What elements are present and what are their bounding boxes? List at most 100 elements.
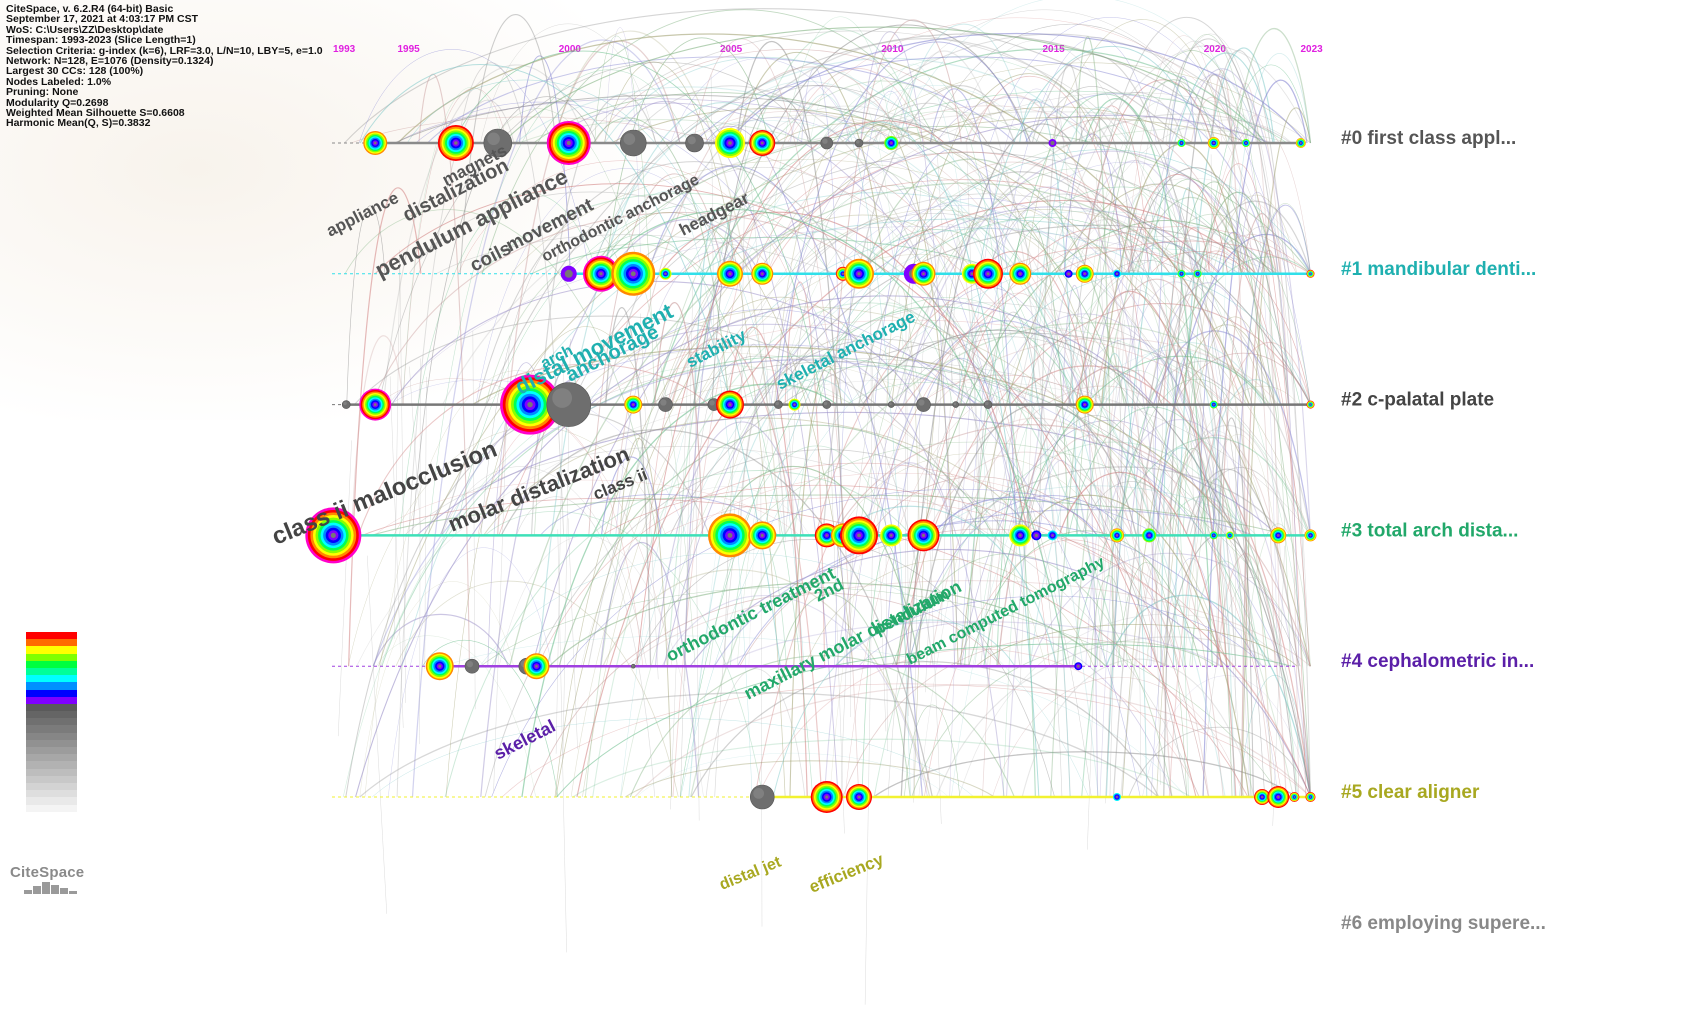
citation-link xyxy=(1101,353,1148,798)
reference-node[interactable] xyxy=(1295,138,1306,148)
reference-node[interactable] xyxy=(1177,269,1186,278)
citation-link xyxy=(359,581,514,798)
reference-node[interactable] xyxy=(717,260,743,287)
reference-node[interactable] xyxy=(846,784,872,810)
reference-node[interactable] xyxy=(1267,786,1290,808)
reference-node[interactable] xyxy=(1289,792,1300,802)
reference-node[interactable] xyxy=(359,388,392,421)
reference-node[interactable] xyxy=(748,521,777,550)
cluster-label[interactable]: #6 employing supere... xyxy=(1341,913,1546,934)
reference-node[interactable] xyxy=(1047,530,1058,541)
reference-node[interactable] xyxy=(483,128,513,158)
reference-node[interactable] xyxy=(1142,528,1157,543)
reference-node[interactable] xyxy=(774,400,783,409)
reference-node[interactable] xyxy=(749,130,776,156)
reference-node[interactable] xyxy=(611,251,656,296)
citation-link xyxy=(670,120,1151,667)
reference-node[interactable] xyxy=(1306,269,1315,278)
reference-node[interactable] xyxy=(500,374,561,435)
citation-link xyxy=(861,124,959,667)
reference-node[interactable] xyxy=(1305,792,1316,802)
citation-link xyxy=(891,161,1274,798)
reference-node[interactable] xyxy=(1075,264,1094,283)
reference-node[interactable] xyxy=(1110,528,1124,543)
reference-node[interactable] xyxy=(624,395,643,414)
legend-swatch xyxy=(26,696,77,704)
reference-node[interactable] xyxy=(715,128,745,158)
reference-node[interactable] xyxy=(619,129,647,157)
cluster-label[interactable]: #0 first class appl... xyxy=(1341,128,1516,149)
reference-node[interactable] xyxy=(437,125,474,161)
reference-node[interactable] xyxy=(907,519,940,552)
reference-node[interactable] xyxy=(1193,269,1202,278)
reference-node[interactable] xyxy=(1225,531,1234,540)
reference-node[interactable] xyxy=(1209,400,1218,409)
reference-node[interactable] xyxy=(708,513,752,558)
citation-link xyxy=(1189,466,1292,536)
reference-node[interactable] xyxy=(1254,789,1271,805)
reference-node[interactable] xyxy=(658,397,673,412)
reference-node[interactable] xyxy=(1113,793,1121,801)
reference-node[interactable] xyxy=(1304,529,1317,542)
reference-node[interactable] xyxy=(630,663,636,669)
reference-node[interactable] xyxy=(1009,262,1032,285)
reference-node[interactable] xyxy=(305,507,362,564)
citation-link xyxy=(894,113,1292,405)
reference-node[interactable] xyxy=(464,658,480,674)
reference-node[interactable] xyxy=(1306,400,1315,409)
reference-node[interactable] xyxy=(788,398,801,411)
reference-node[interactable] xyxy=(560,265,577,282)
cluster-label[interactable]: #1 mandibular denti... xyxy=(1341,259,1536,280)
reference-node[interactable] xyxy=(546,121,591,165)
citation-link xyxy=(989,313,1226,536)
reference-node[interactable] xyxy=(880,524,903,547)
citation-link xyxy=(1031,53,1237,667)
reference-node[interactable] xyxy=(1242,139,1250,147)
cluster-label[interactable]: #3 total arch dista... xyxy=(1341,520,1518,541)
reference-node[interactable] xyxy=(822,400,832,409)
reference-node[interactable] xyxy=(952,401,960,408)
citation-link xyxy=(1168,33,1291,667)
reference-node[interactable] xyxy=(425,652,454,681)
reference-node[interactable] xyxy=(751,262,774,285)
reference-node[interactable] xyxy=(844,258,874,289)
year-tick: 1995 xyxy=(398,44,421,55)
reference-node[interactable] xyxy=(820,136,834,150)
reference-node[interactable] xyxy=(810,781,843,813)
citation-link xyxy=(751,338,1188,798)
reference-node[interactable] xyxy=(983,400,993,409)
reference-node[interactable] xyxy=(887,401,895,408)
reference-node[interactable] xyxy=(916,397,931,412)
reference-node[interactable] xyxy=(546,382,592,427)
reference-node[interactable] xyxy=(749,784,775,810)
reference-node[interactable] xyxy=(973,258,1003,289)
reference-node[interactable] xyxy=(1209,531,1218,540)
reference-node[interactable] xyxy=(523,653,550,680)
reference-node[interactable] xyxy=(1113,269,1121,278)
reference-node[interactable] xyxy=(1177,139,1186,147)
reference-node[interactable] xyxy=(1048,139,1057,147)
reference-node[interactable] xyxy=(341,400,351,409)
cluster-label[interactable]: #5 clear aligner xyxy=(1341,782,1480,803)
reference-node[interactable] xyxy=(685,133,704,153)
reference-node[interactable] xyxy=(1270,527,1287,544)
reference-node[interactable] xyxy=(1074,662,1083,671)
citation-link xyxy=(444,470,912,798)
reference-node[interactable] xyxy=(363,131,388,155)
reference-node[interactable] xyxy=(583,255,619,292)
reference-node[interactable] xyxy=(854,138,864,148)
cluster-label[interactable]: #2 c-palatal plate xyxy=(1341,390,1494,411)
reference-node[interactable] xyxy=(716,390,744,419)
reference-node[interactable] xyxy=(1009,524,1032,547)
reference-node[interactable] xyxy=(911,261,936,286)
reference-node[interactable] xyxy=(884,136,899,150)
reference-node[interactable] xyxy=(1031,530,1042,541)
reference-node[interactable] xyxy=(1064,269,1073,278)
reference-node[interactable] xyxy=(1075,395,1094,414)
reference-node[interactable] xyxy=(1207,137,1220,149)
citation-link xyxy=(1163,496,1299,798)
reference-node[interactable] xyxy=(659,267,672,280)
cluster-label[interactable]: #4 cephalometric in... xyxy=(1341,651,1534,672)
reference-node[interactable] xyxy=(840,516,878,555)
